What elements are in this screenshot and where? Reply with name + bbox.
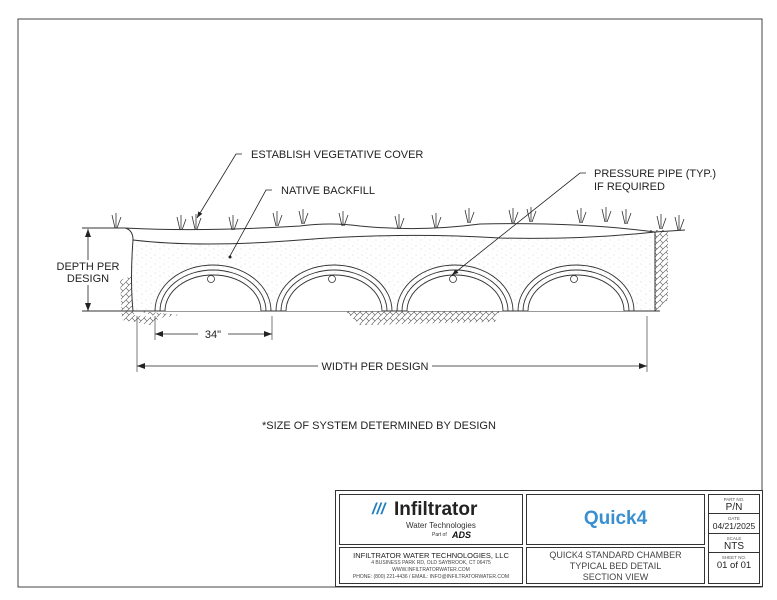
- native-soil-left: [120, 276, 160, 325]
- scale-value: NTS: [724, 541, 744, 552]
- product-logo: Quick4: [583, 508, 648, 529]
- grass-tuft: [176, 215, 187, 231]
- grass-tuft: [526, 207, 537, 223]
- pressure-pipe: [570, 275, 578, 283]
- callout-native-backfill: NATIVE BACKFILL: [281, 185, 375, 197]
- depth-dimension-label: DEPTH PER: [57, 261, 120, 273]
- grass-tuft: [298, 209, 309, 225]
- callout-vegetative-cover: ESTABLISH VEGETATIVE COVER: [251, 149, 423, 161]
- drawing-title-cell: QUICK4 STANDARD CHAMBER TYPICAL BED DETA…: [526, 547, 705, 584]
- grass-tuft: [394, 214, 405, 230]
- grass-tuft: [464, 208, 475, 224]
- chamber-width-dimension: 34": [205, 329, 221, 341]
- company-cell: INFILTRATOR WATER TECHNOLOGIES, LLC 4 BU…: [339, 547, 523, 584]
- design-note: *SIZE OF SYSTEM DETERMINED BY DESIGN: [262, 420, 496, 432]
- grass-tuft: [656, 214, 667, 230]
- ads-logo: ADS: [452, 530, 472, 540]
- callout-if-required: IF REQUIRED: [594, 181, 665, 193]
- pressure-pipe: [328, 275, 336, 283]
- product-cell: Quick4: [526, 494, 705, 545]
- grass-tuft: [431, 213, 442, 229]
- grass-tuft: [111, 213, 122, 229]
- grass-tuft: [576, 208, 587, 224]
- part-number: P/N: [725, 502, 743, 513]
- leader-pressure-pipe: [451, 172, 586, 276]
- overall-width-dimension: WIDTH PER DESIGN: [322, 361, 429, 373]
- grass-tuft: [228, 215, 239, 231]
- grass-tuft: [191, 214, 202, 230]
- logo-swoosh-icon: ///: [372, 501, 386, 518]
- grass-tuft: [272, 211, 283, 227]
- pressure-pipe: [449, 275, 457, 283]
- chamber-1: [154, 264, 272, 312]
- grass-tuft: [508, 208, 519, 224]
- chamber-4: [517, 264, 635, 312]
- fields-cell: PART NO. P/N DATE 04/21/2025 SCALE NTS S…: [708, 494, 760, 584]
- title-block: /// Infiltrator Water Technologies Part …: [335, 490, 763, 587]
- title-line-2: TYPICAL BED DETAIL: [569, 561, 662, 571]
- leader-native-backfill: [229, 189, 272, 257]
- sheet-value: 01 of 01: [716, 560, 752, 571]
- depth-dimension-label-2: DESIGN: [67, 273, 109, 285]
- native-soil-bottom: [345, 311, 500, 325]
- grass-tuft: [621, 209, 632, 225]
- logo-cell: /// Infiltrator Water Technologies Part …: [339, 494, 523, 545]
- pressure-pipe: [207, 275, 215, 283]
- chamber-2: [275, 264, 393, 312]
- grass-tuft: [674, 215, 685, 231]
- grass-tuft: [601, 207, 612, 223]
- date-value: 04/21/2025: [712, 521, 756, 531]
- title-line-1: QUICK4 STANDARD CHAMBER: [549, 550, 682, 560]
- leader-vegetative-cover: [196, 153, 242, 219]
- title-line-3: SECTION VIEW: [582, 572, 649, 582]
- ground-surface: [82, 223, 686, 241]
- callout-pressure-pipe: PRESSURE PIPE (TYP.): [594, 168, 716, 180]
- grass-tuft: [338, 211, 349, 227]
- sheet-border: [17, 18, 763, 588]
